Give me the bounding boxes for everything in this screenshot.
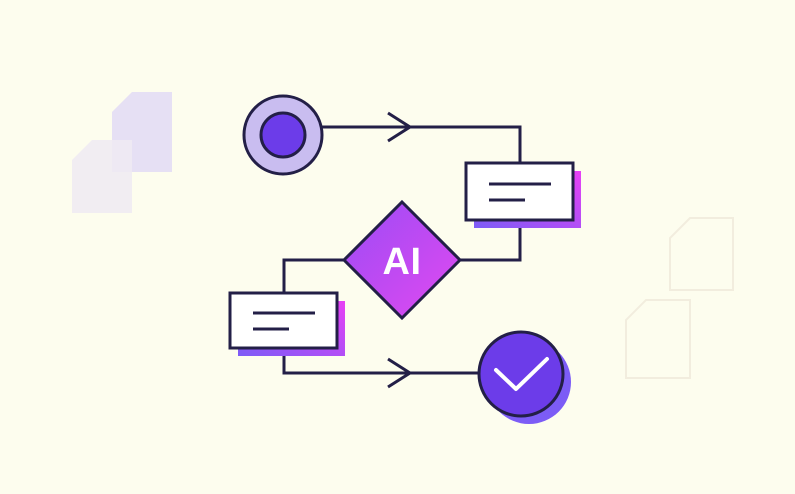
document-node-left[interactable] — [228, 291, 345, 356]
decor-group-right — [625, 217, 734, 379]
start-node[interactable] — [242, 94, 324, 176]
document-node-top[interactable] — [464, 161, 581, 228]
arrowhead-top — [387, 111, 413, 143]
decor-document-filled-grey — [72, 140, 132, 213]
end-node-success-body — [477, 330, 565, 418]
connector-start-to-document-top — [321, 125, 522, 168]
connector-decision-to-document-left — [282, 258, 345, 298]
decision-node-ai-body — [341, 199, 463, 321]
decision-node-ai[interactable]: AI — [341, 199, 463, 321]
document-node-top-body — [464, 161, 575, 222]
arrowhead-bottom — [387, 357, 413, 389]
decision-node-ai-label: AI — [383, 241, 422, 283]
check-icon — [494, 357, 549, 391]
connector-document-top-to-decision — [459, 216, 522, 262]
end-node-success[interactable] — [477, 330, 571, 424]
document-node-left-body — [228, 291, 339, 350]
start-node-inner-circle — [259, 111, 307, 159]
decor-document-outline-lower-right — [625, 299, 691, 379]
decor-document-outline-upper-right — [669, 217, 734, 291]
decor-group-left — [72, 92, 172, 213]
